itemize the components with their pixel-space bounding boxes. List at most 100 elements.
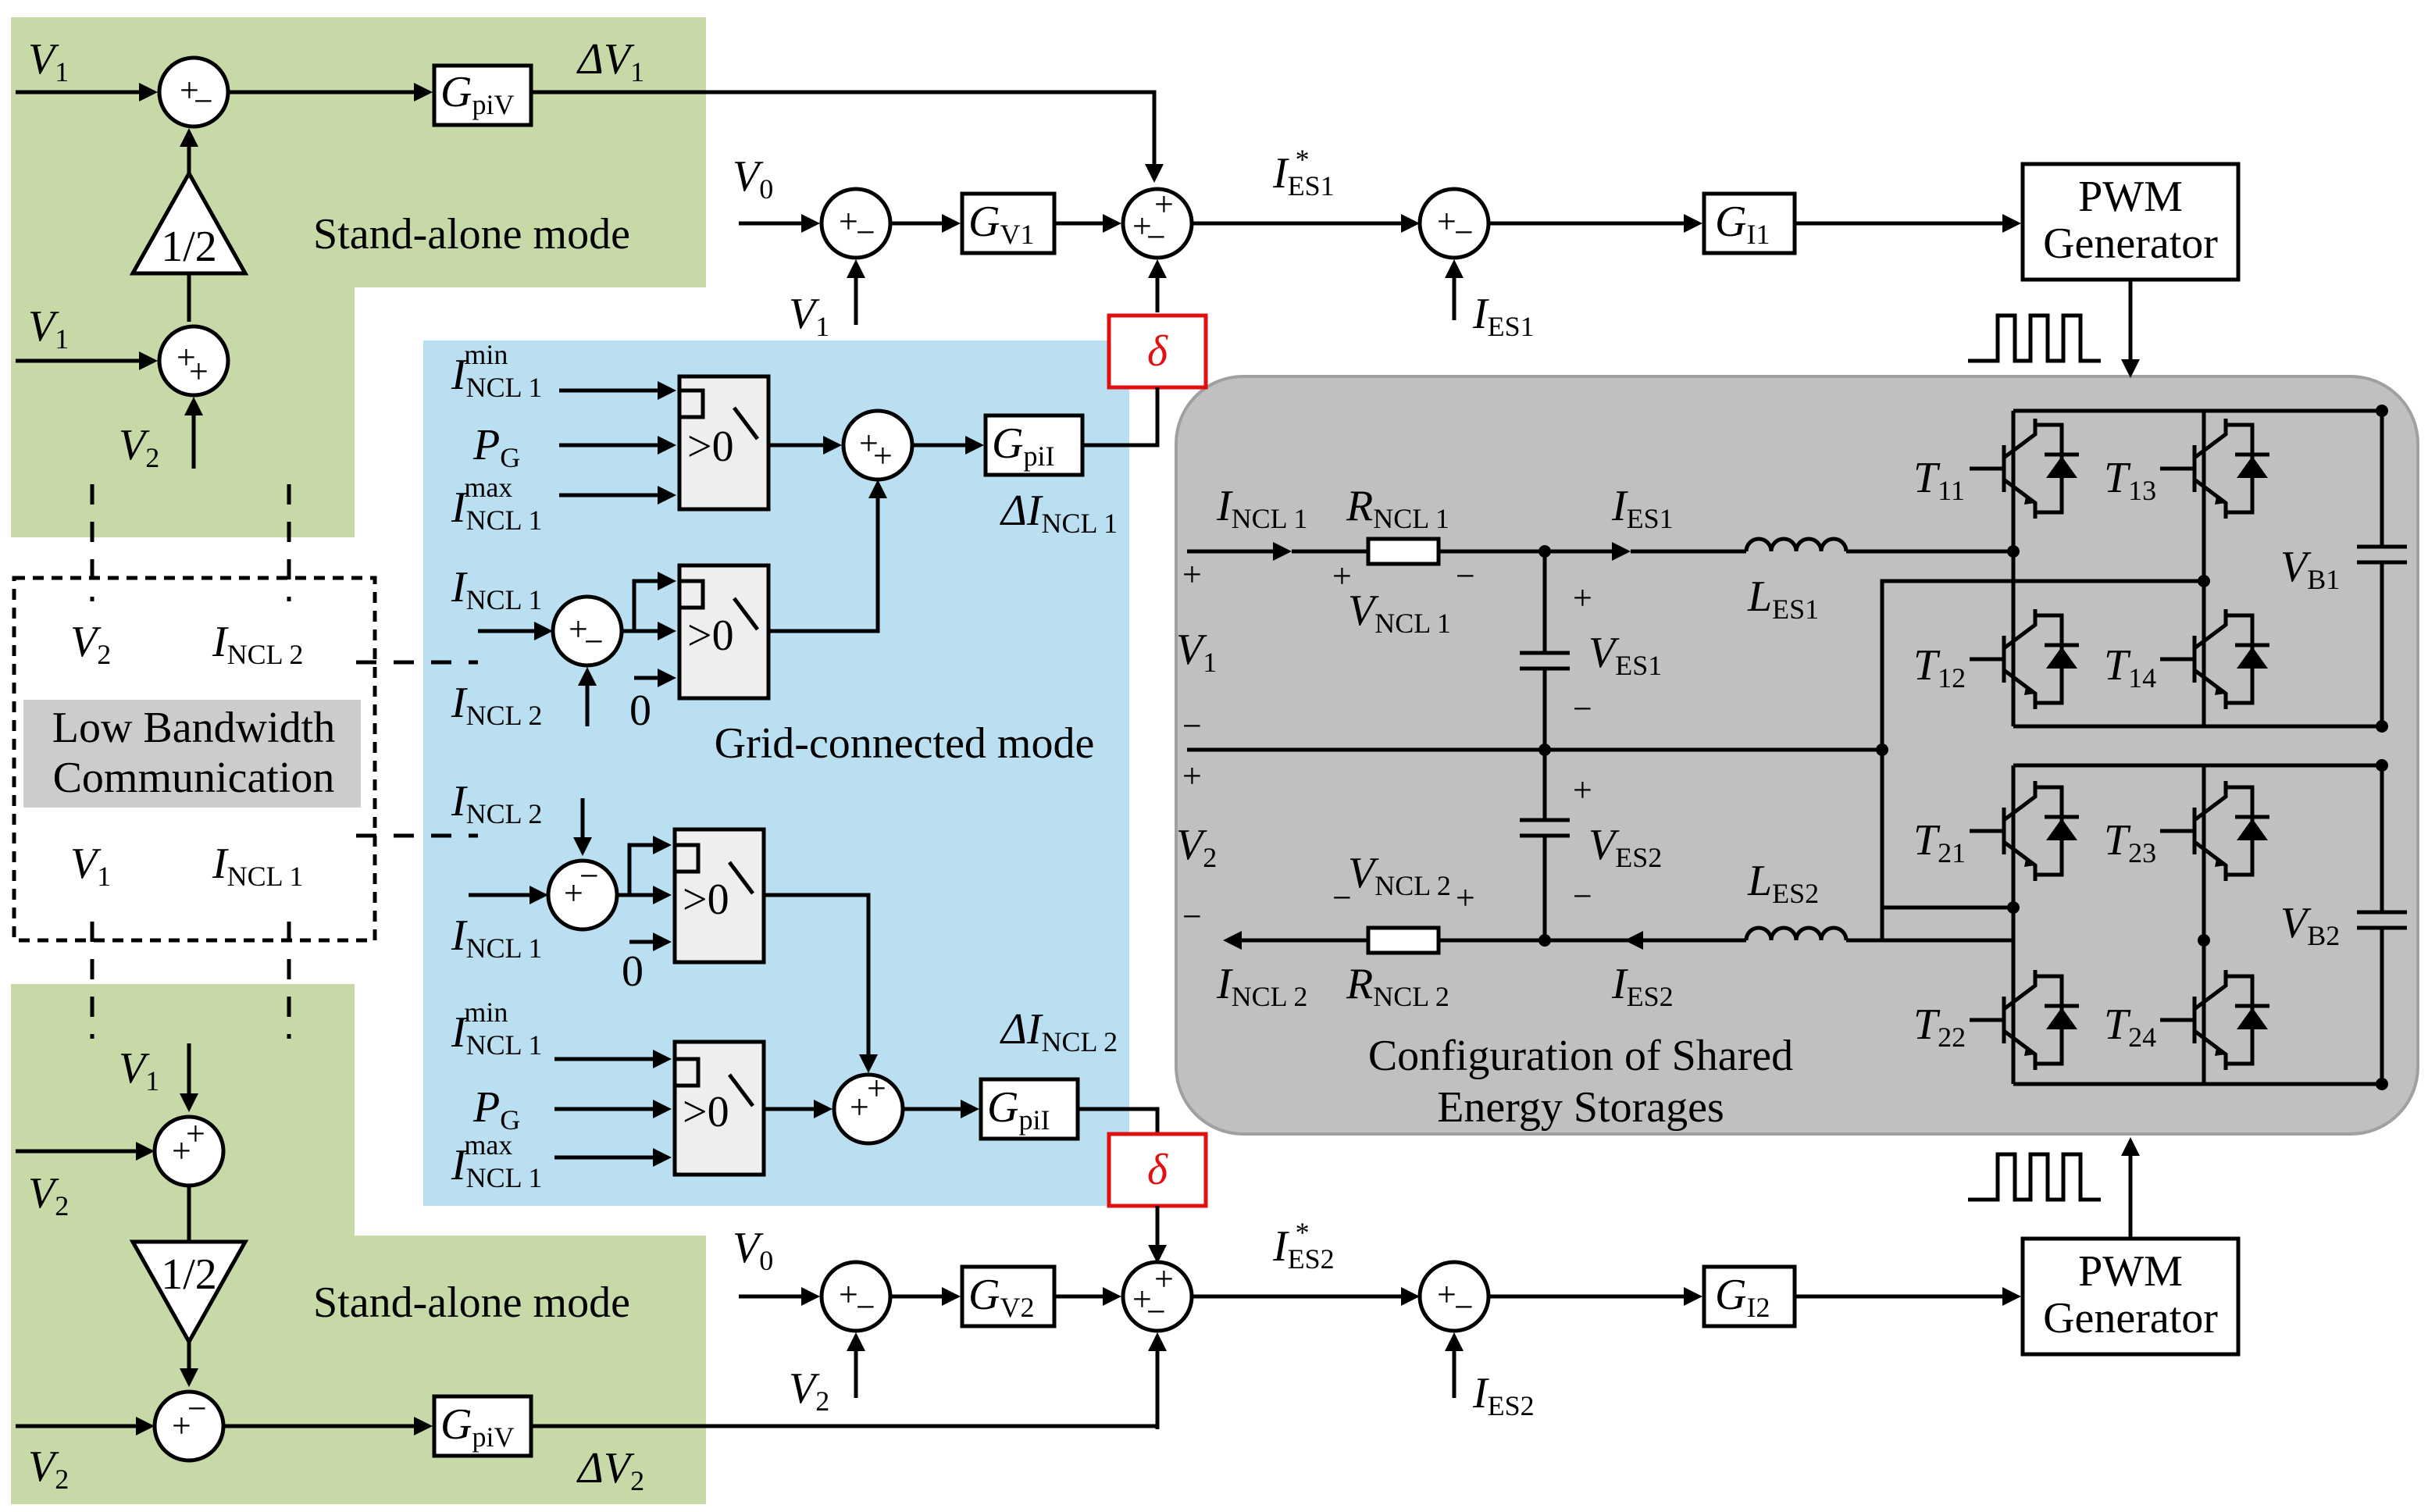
pwm-bottom-line2: Generator (2043, 1294, 2218, 1343)
sa-bot-v2b: V2 (28, 1442, 69, 1495)
svg-text:−: − (579, 857, 599, 895)
loop-bot-iesref: IES2* (1272, 1217, 1335, 1275)
gpiv-top-block (432, 63, 533, 127)
grid-lower: +− >0 >0 ++ GpiI (469, 798, 1160, 1177)
g-pg-2: PG (472, 1083, 520, 1136)
switch-3-label: >0 (683, 875, 729, 924)
g-dincl2: ΔINCL 2 (1000, 1005, 1118, 1057)
switch-3 (672, 827, 766, 965)
switch-4-label: >0 (683, 1088, 729, 1136)
svg-text:−: − (856, 213, 875, 251)
pc-incl2: INCL 2 (1216, 960, 1307, 1012)
comm-v1-label: V1 (70, 840, 111, 892)
delta-bottom-text: δ (1147, 1146, 1168, 1194)
pwm-top-block (2020, 162, 2241, 282)
svg-text:+: + (850, 1088, 869, 1126)
svg-text:+: + (1132, 207, 1152, 245)
comm-incl1-label: INCL 1 (212, 840, 303, 892)
svg-text:+: + (189, 352, 209, 390)
g-zero-1: 0 (629, 686, 651, 735)
pwm-bottom-block (2020, 1236, 2241, 1357)
svg-text:+: + (859, 424, 879, 462)
g-incl1-b: INCL 1 (451, 911, 542, 964)
r-ncl2 (1366, 925, 1441, 955)
svg-text:+: + (1182, 555, 1202, 594)
g-zero-2: 0 (622, 947, 644, 996)
r-ncl1 (1366, 537, 1441, 566)
switch-1-label: >0 (687, 423, 734, 471)
pc-ies1: IES1 (1611, 482, 1674, 534)
pwm-top-line2: Generator (2043, 219, 2218, 268)
loop-top-v1: V1 (789, 290, 829, 342)
grid-connected-region (423, 341, 1129, 1206)
g-dincl1: ΔINCL 1 (1000, 487, 1118, 539)
svg-text:+: + (1182, 757, 1202, 795)
pc-rncl1: RNCL 1 (1346, 482, 1449, 534)
svg-text:+: + (1573, 579, 1592, 617)
svg-text:−: − (1182, 897, 1202, 936)
pc-t11: T11 (1913, 454, 1965, 506)
comm-incl2-label: INCL 2 (212, 618, 303, 670)
gv1-block (960, 191, 1057, 255)
gpiv-top-text: GpiV (440, 68, 514, 120)
grid-upper: >0 ++ GpiI +− >0 (478, 374, 1160, 726)
svg-text:+: + (1154, 1260, 1174, 1298)
pwm-top-line1: PWM (2078, 173, 2183, 221)
loop-top-ies1: IES1 (1472, 290, 1535, 342)
pc-vb1: VB1 (2280, 543, 2340, 595)
communication-label-2: Communication (53, 754, 335, 802)
svg-text:+: + (564, 874, 583, 912)
comm-links (90, 484, 478, 1039)
standalone-top-label: Stand-alone mode (313, 210, 630, 259)
svg-text:−: − (1454, 213, 1474, 251)
gi1-text: GI1 (1715, 198, 1770, 250)
pc-v2: V2 (1176, 821, 1217, 873)
svg-text:+: + (1132, 1280, 1152, 1318)
svg-text:+: + (172, 1132, 191, 1170)
svg-text:−: − (187, 1389, 207, 1428)
gi2-text: GI2 (1715, 1271, 1770, 1323)
pc-les1: LES1 (1747, 572, 1819, 625)
loop-top-v0: V0 (733, 152, 773, 205)
svg-text:+: + (1573, 771, 1592, 809)
svg-text:−: − (194, 82, 213, 120)
pc-vb2: VB2 (2280, 899, 2340, 951)
communication-label-1: Low Bandwidth (52, 704, 335, 752)
g-inclmin-2: INCL 1min (451, 997, 542, 1061)
grid-connected-label: Grid-connected mode (715, 719, 1095, 768)
svg-text:+: + (1437, 1275, 1456, 1314)
gv2-text: GV2 (968, 1271, 1034, 1323)
storage-label-1: Configuration of Shared (1368, 1032, 1793, 1080)
storage-label-2: Energy Storages (1437, 1083, 1724, 1132)
pc-t14: T14 (2104, 641, 2156, 694)
svg-text:−: − (584, 622, 604, 661)
loop-bot-v2: V2 (789, 1364, 829, 1417)
pc-t12: T12 (1913, 641, 1966, 694)
communication-label-bg (23, 700, 361, 808)
l-es2 (1744, 925, 1849, 941)
switch-1 (677, 374, 771, 512)
delta-top-text: δ (1147, 327, 1168, 376)
standalone-bottom-label: Stand-alone mode (313, 1278, 630, 1327)
sa-top-dv1: ΔV1 (576, 35, 644, 87)
pc-ves1: VES1 (1588, 629, 1662, 681)
pwm-bottom-line1: PWM (2078, 1247, 2183, 1296)
half-gain-bottom (129, 1239, 249, 1346)
switch-2 (677, 563, 771, 701)
g-inclmin-1: INCL 1min (451, 339, 542, 403)
pc-t21: T21 (1913, 816, 1966, 868)
svg-text:−: − (1182, 707, 1202, 745)
storage-region (1175, 375, 2419, 1136)
pc-rncl2: RNCL 2 (1346, 960, 1449, 1012)
pc-vncl1: VNCL 1 (1348, 587, 1451, 639)
pc-t13: T13 (2104, 454, 2156, 506)
svg-text:−: − (1146, 218, 1166, 256)
sa-top-v1b: V1 (28, 302, 69, 355)
communication-box (12, 576, 377, 943)
standalone-top-chain: +− GpiV 1/2 ++ (16, 55, 1164, 469)
pc-incl1: INCL 1 (1216, 482, 1307, 534)
standalone-top-region (11, 17, 706, 537)
g-inclmax-1: INCL 1max (451, 472, 542, 536)
loop-top-iesref: IES1* (1272, 144, 1335, 201)
